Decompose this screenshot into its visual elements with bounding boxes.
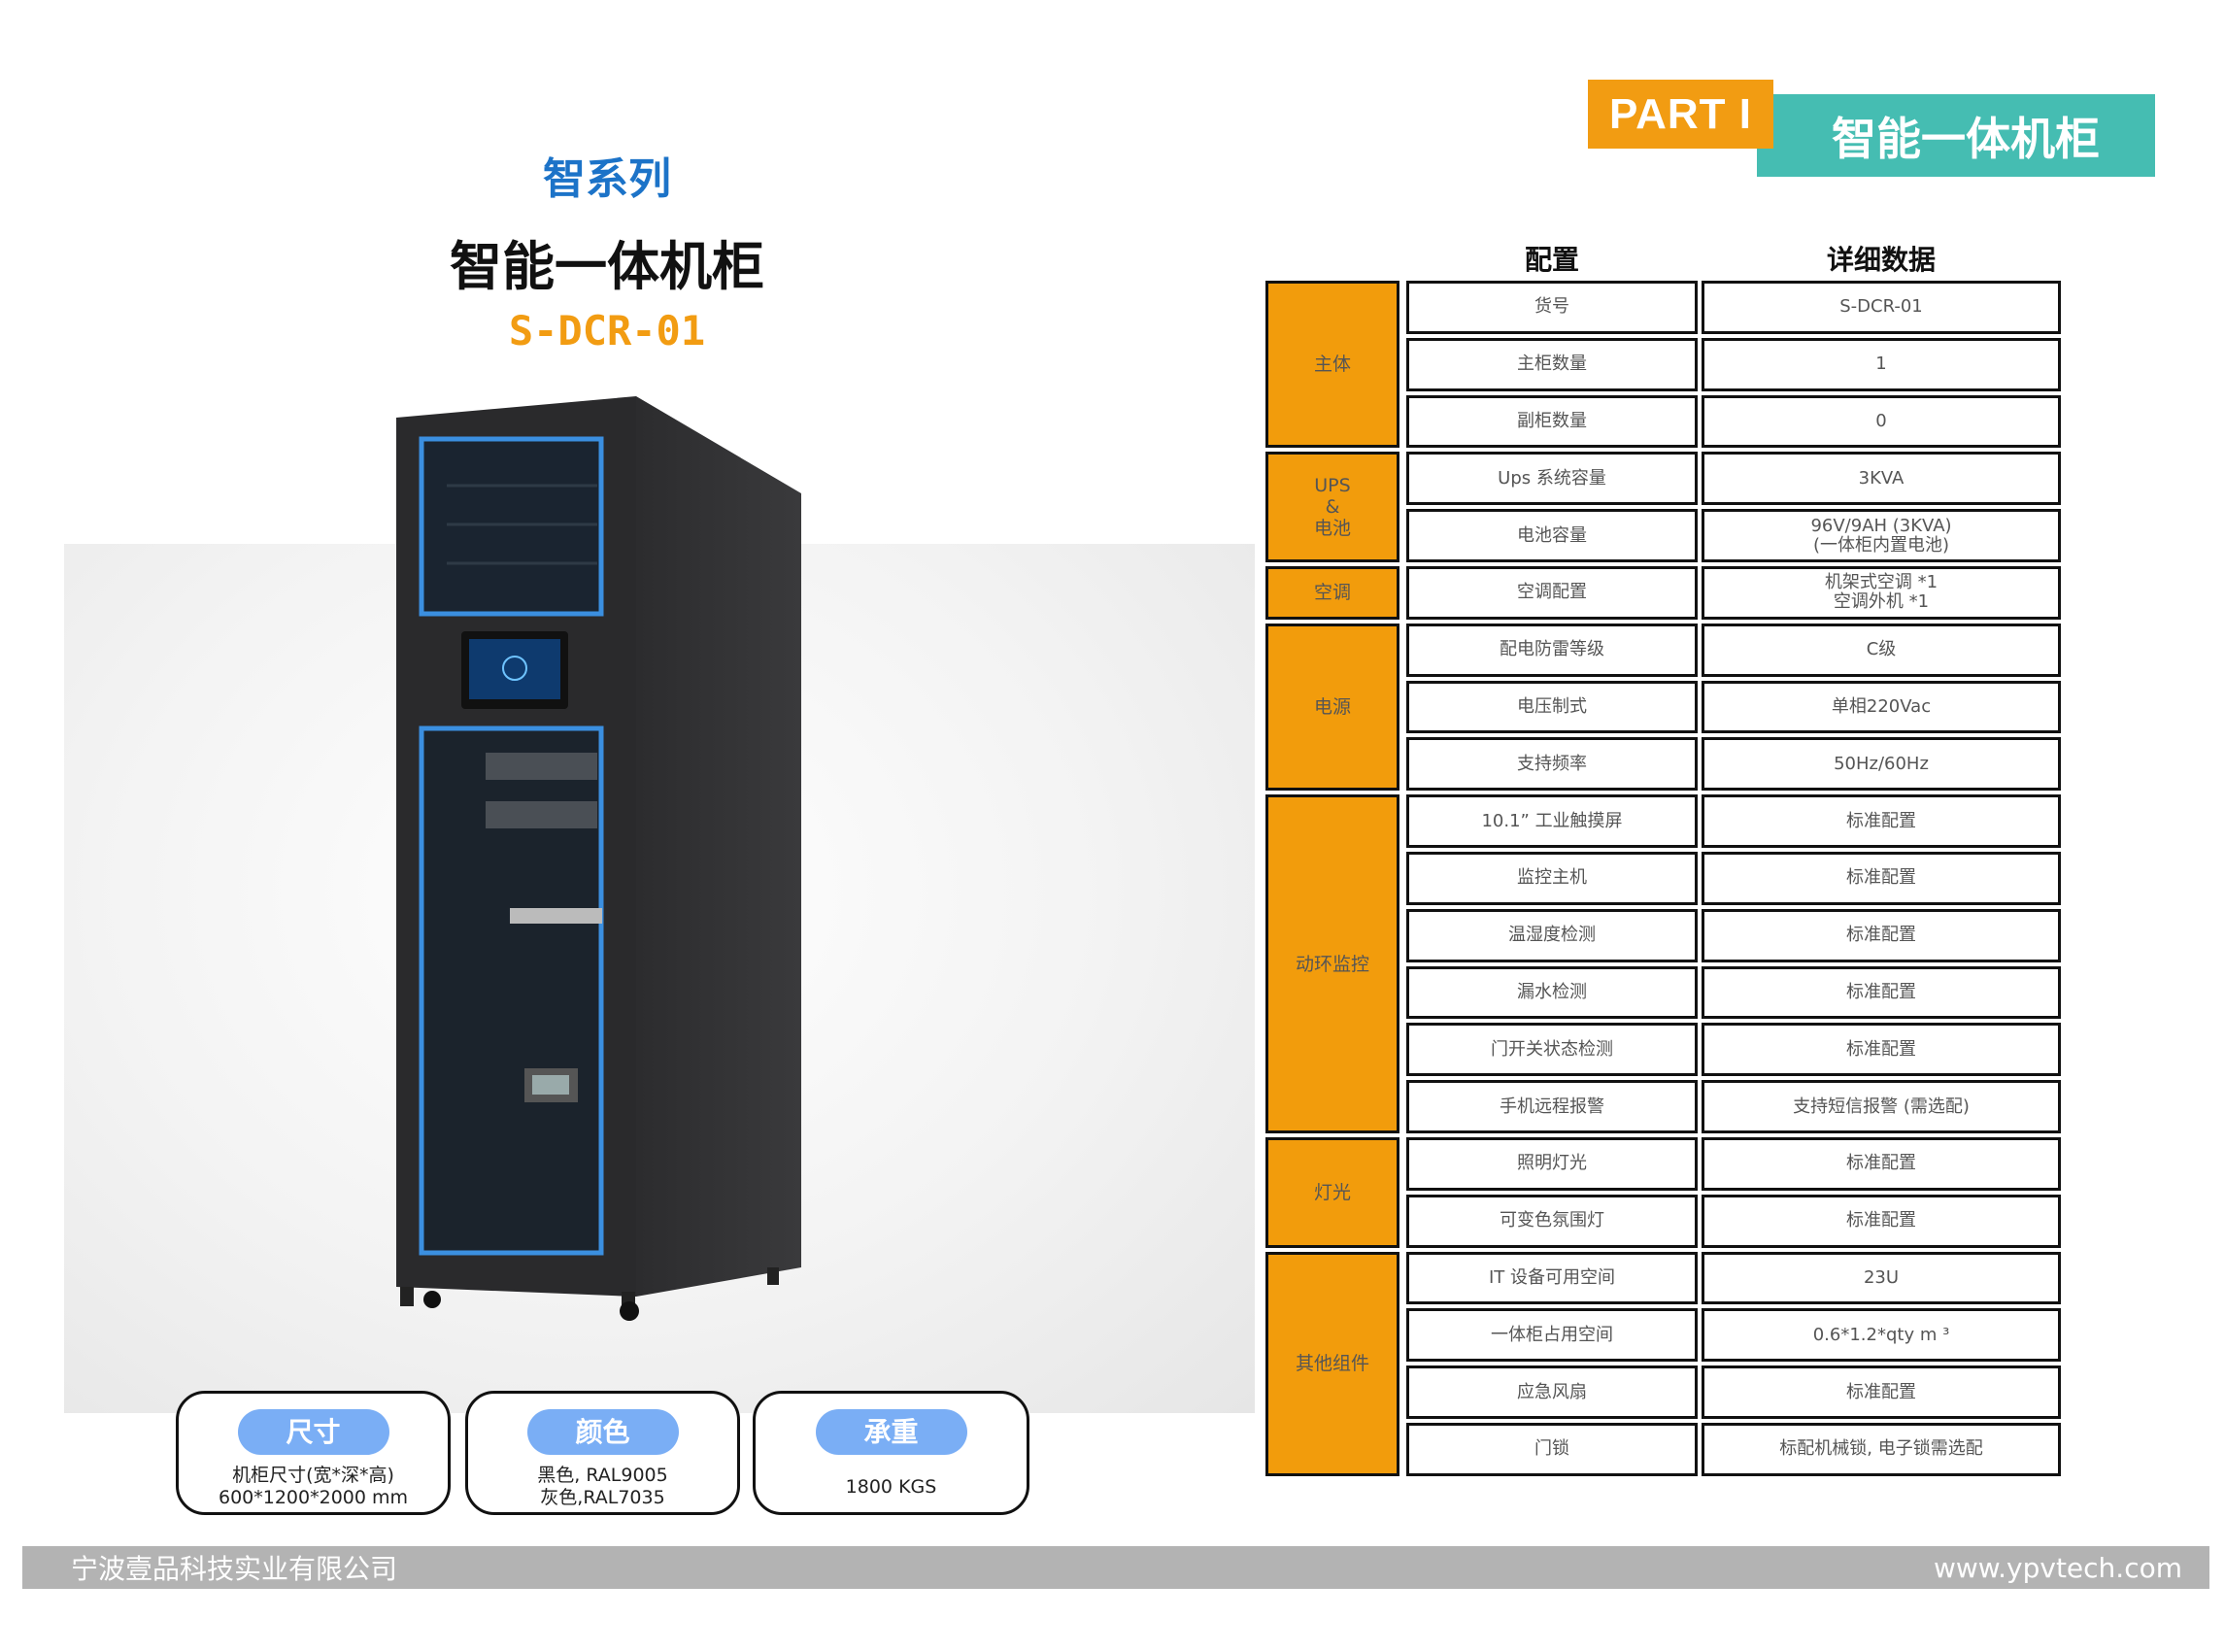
value-cell: 标准配置 xyxy=(1702,794,2061,848)
value-cell: 标准配置 xyxy=(1702,965,2061,1020)
value-cell: 3KVA xyxy=(1702,452,2061,506)
part-badge: PART I xyxy=(1588,80,1773,149)
value-cell: 标准配置 xyxy=(1702,1194,2061,1248)
config-cell: 手机远程报警 xyxy=(1406,1080,1698,1133)
config-cell: Ups 系统容量 xyxy=(1406,452,1698,506)
config-cell: IT 设备可用空间 xyxy=(1406,1251,1698,1305)
card-title: 承重 xyxy=(815,1409,967,1455)
card-line: 机柜尺寸(宽*深*高) xyxy=(232,1465,394,1486)
config-cell: 应急风扇 xyxy=(1406,1365,1698,1419)
config-cell: 漏水检测 xyxy=(1406,965,1698,1020)
footer-bar: 宁波壹品科技实业有限公司 www.ypvtech.com xyxy=(22,1546,2209,1589)
config-cell: 主柜数量 xyxy=(1406,337,1698,391)
table-header-details: 详细数据 xyxy=(1826,244,1936,276)
config-cell: 支持频率 xyxy=(1406,737,1698,792)
table-header-config: 配置 xyxy=(1524,244,1579,276)
config-cell: 货号 xyxy=(1406,281,1698,334)
value-cell: 标配机械锁, 电子锁需选配 xyxy=(1702,1423,2061,1476)
value-cell: 96V/9AH (3KVA) (一体柜内置电池) xyxy=(1702,509,2061,562)
value-cell: 支持短信报警 (需选配) xyxy=(1702,1080,2061,1133)
card-line: 1800 KGS xyxy=(845,1476,937,1498)
value-cell: C级 xyxy=(1702,623,2061,677)
config-cell: 照明灯光 xyxy=(1406,1137,1698,1191)
config-cell: 副柜数量 xyxy=(1406,394,1698,449)
config-cell: 一体柜占用空间 xyxy=(1406,1308,1698,1363)
value-cell: 0 xyxy=(1702,394,2061,449)
group-label: 主体 xyxy=(1265,281,1399,449)
config-cell: 电池容量 xyxy=(1406,509,1698,562)
card-title: 颜色 xyxy=(526,1409,679,1455)
value-cell: 标准配置 xyxy=(1702,1137,2061,1191)
series-title: 智系列 xyxy=(543,154,671,204)
config-cell: 门锁 xyxy=(1406,1423,1698,1476)
config-cell: 电压制式 xyxy=(1406,680,1698,734)
value-cell: 1 xyxy=(1702,337,2061,391)
value-cell: 标准配置 xyxy=(1702,1365,2061,1419)
section-title-badge: 智能一体机柜 xyxy=(1757,94,2155,177)
config-cell: 配电防雷等级 xyxy=(1406,623,1698,677)
card-line: 灰色,RAL7035 xyxy=(540,1487,665,1508)
company-name: 宁波壹品科技实业有限公司 xyxy=(71,1553,398,1585)
model-number: S-DCR-01 xyxy=(508,307,706,354)
value-cell: 标准配置 xyxy=(1702,1023,2061,1077)
config-cell: 空调配置 xyxy=(1406,566,1698,620)
value-cell: 机架式空调 *1 空调外机 *1 xyxy=(1702,566,2061,620)
value-cell: 0.6*1.2*qty m ³ xyxy=(1702,1308,2061,1363)
config-cell: 门开关状态检测 xyxy=(1406,1023,1698,1077)
card-line: 黑色, RAL9005 xyxy=(537,1465,668,1486)
value-cell: S-DCR-01 xyxy=(1702,281,2061,334)
config-cell: 10.1” 工业触摸屏 xyxy=(1406,794,1698,848)
cabinet-image xyxy=(396,396,801,1321)
value-cell: 单相220Vac xyxy=(1702,680,2061,734)
product-title: 智能一体机柜 xyxy=(450,236,764,297)
group-label: 其他组件 xyxy=(1265,1251,1399,1476)
group-label: UPS & 电池 xyxy=(1265,452,1399,562)
config-cell: 温湿度检测 xyxy=(1406,908,1698,962)
card-line: 600*1200*2000 mm xyxy=(218,1487,409,1508)
group-label: 动环监控 xyxy=(1265,794,1399,1133)
group-label: 灯光 xyxy=(1265,1137,1399,1248)
config-cell: 监控主机 xyxy=(1406,852,1698,905)
value-cell: 23U xyxy=(1702,1251,2061,1305)
group-label: 电源 xyxy=(1265,623,1399,792)
value-cell: 50Hz/60Hz xyxy=(1702,737,2061,792)
value-cell: 标准配置 xyxy=(1702,852,2061,905)
config-cell: 可变色氛围灯 xyxy=(1406,1194,1698,1248)
card-title: 尺寸 xyxy=(237,1409,389,1455)
value-cell: 标准配置 xyxy=(1702,908,2061,962)
group-label: 空调 xyxy=(1265,566,1399,620)
spec-card-load: 承重 1800 KGS xyxy=(753,1391,1029,1515)
website-link[interactable]: www.ypvtech.com xyxy=(1934,1551,2182,1584)
spec-card-size: 尺寸 机柜尺寸(宽*深*高)600*1200*2000 mm xyxy=(176,1391,451,1515)
